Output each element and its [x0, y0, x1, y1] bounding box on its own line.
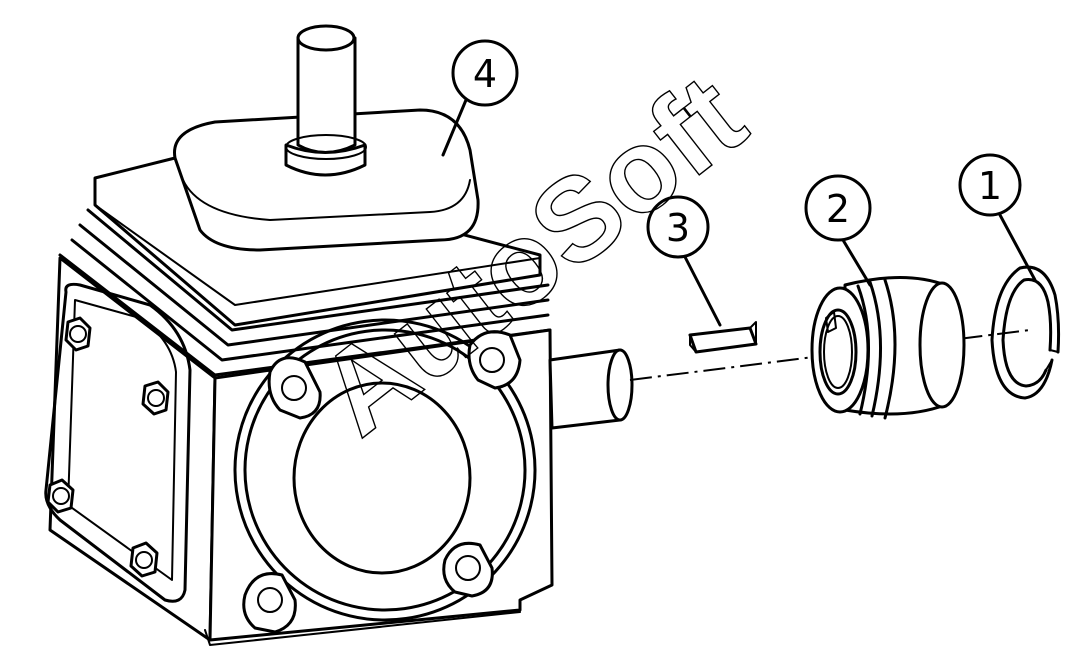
retaining-ring [990, 265, 1061, 400]
callout-4-label: 4 [473, 52, 497, 96]
callout-3-label: 3 [666, 206, 690, 250]
mounting-lug [242, 572, 297, 634]
mounting-lug [267, 356, 322, 420]
coupling-sleeve [810, 276, 966, 420]
cover-bolt [46, 478, 75, 514]
cover-bolt [141, 380, 170, 416]
output-shaft [548, 348, 634, 430]
callout-3: 3 [646, 195, 722, 327]
callout-1: 1 [958, 153, 1037, 282]
callout-1-label: 1 [978, 164, 1002, 208]
shaft-key [688, 321, 758, 354]
gearbox-housing [44, 24, 634, 646]
mounting-lug [467, 330, 522, 390]
callout-2: 2 [804, 174, 872, 287]
input-shaft [284, 24, 367, 177]
cover-bolt [64, 316, 92, 352]
mounting-lug [442, 541, 494, 598]
cover-bolt [129, 541, 159, 578]
callout-4: 4 [441, 39, 519, 157]
callout-2-label: 2 [826, 187, 850, 231]
